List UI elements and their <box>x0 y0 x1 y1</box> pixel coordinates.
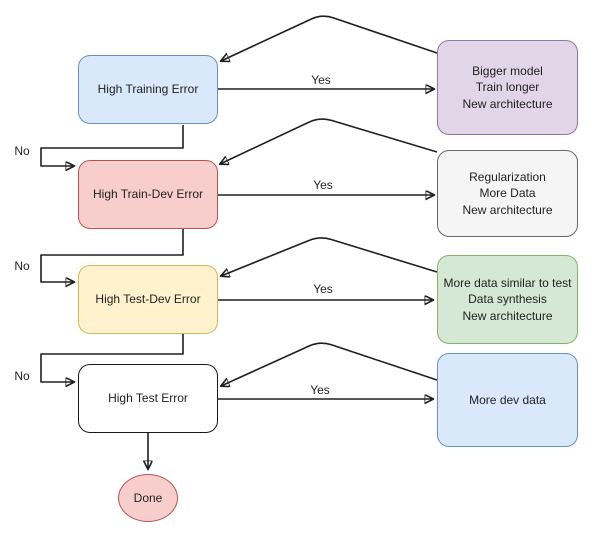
node-regularization: Regularization More Data New architectur… <box>437 150 578 237</box>
node-line: Regularization <box>469 169 546 184</box>
node-line: More dev data <box>469 392 546 407</box>
node-label: High Training Error <box>97 82 199 97</box>
node-line: More data similar to test <box>443 275 572 290</box>
node-line: New architecture <box>462 202 553 217</box>
node-label: High Test Error <box>108 391 188 406</box>
node-high-test-dev-error: High Test-Dev Error <box>78 265 218 334</box>
node-done: Done <box>118 474 178 522</box>
node-line: Train longer <box>475 80 540 95</box>
node-high-train-dev-error: High Train-Dev Error <box>78 160 218 229</box>
node-high-training-error: High Training Error <box>78 55 218 124</box>
edge-label-no-2: No <box>14 259 30 273</box>
node-bigger-model: Bigger model Train longer New architectu… <box>437 40 578 135</box>
edge-no-3 <box>40 334 184 382</box>
edge-label-yes-1: Yes <box>311 73 331 87</box>
edge-loop-regularization <box>220 118 438 164</box>
edge-label-yes-2: Yes <box>313 178 333 192</box>
edge-label-no-1: No <box>14 144 30 158</box>
node-line: More Data <box>479 186 536 201</box>
node-high-test-error: High Test Error <box>78 364 218 433</box>
node-label: High Train-Dev Error <box>92 187 204 202</box>
node-label: Done <box>133 490 163 505</box>
edge-loop-more-dev-data <box>221 342 438 386</box>
node-line: New architecture <box>462 308 553 323</box>
edge-label-yes-3: Yes <box>313 282 333 296</box>
edge-label-no-3: No <box>14 369 30 383</box>
edge-no-1 <box>40 125 184 166</box>
node-line: New architecture <box>462 96 553 111</box>
node-more-dev-data: More dev data <box>437 353 578 447</box>
node-more-data-similar: More data similar to test Data synthesis… <box>437 255 578 344</box>
node-line: Bigger model <box>472 63 543 78</box>
node-line: Data synthesis <box>468 292 547 307</box>
edge-no-2 <box>40 229 184 282</box>
edge-loop-bigger-model <box>221 15 438 61</box>
node-label: High Test-Dev Error <box>95 292 201 307</box>
edge-label-yes-4: Yes <box>310 383 330 397</box>
edge-loop-more-data-similar <box>221 237 438 276</box>
